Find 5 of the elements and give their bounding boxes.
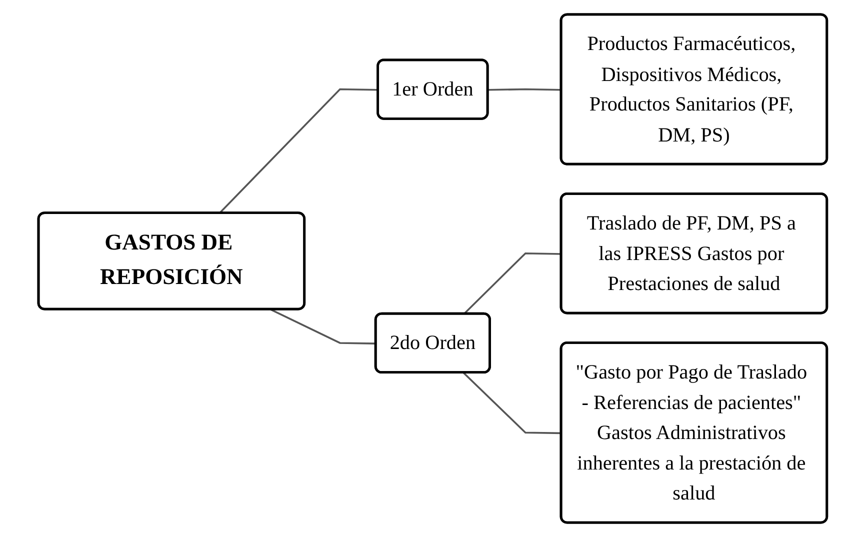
connector bbox=[488, 88, 562, 91]
connector bbox=[218, 88, 378, 214]
connector bbox=[462, 372, 562, 434]
connector bbox=[270, 308, 376, 344]
connector bbox=[462, 252, 562, 315]
